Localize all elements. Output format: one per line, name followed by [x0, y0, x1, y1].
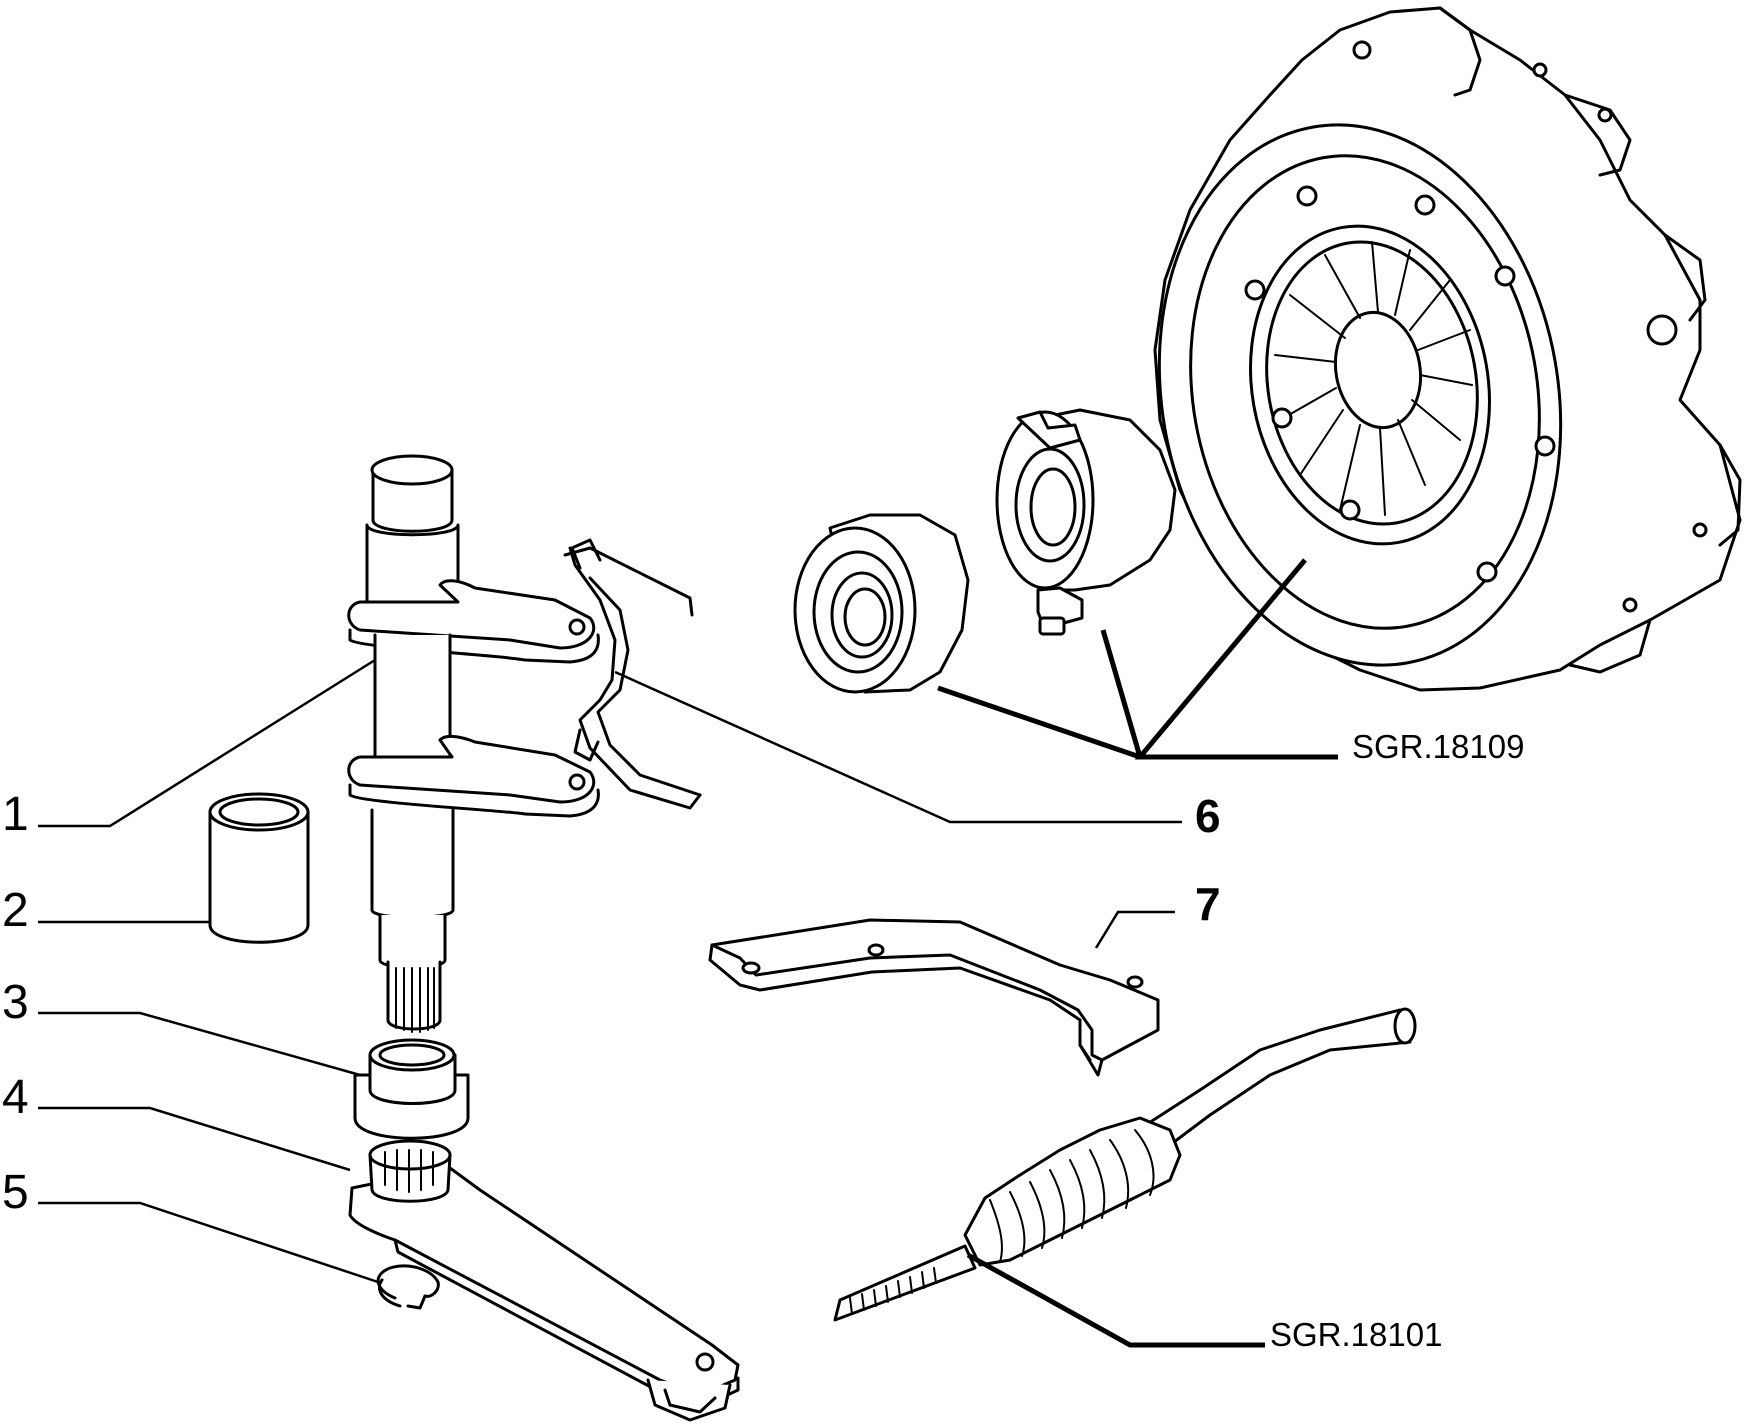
- callout-5: 5: [2, 1166, 29, 1219]
- bearing-sleeve: [793, 513, 970, 694]
- leader-lines: [38, 558, 1338, 1348]
- reference-sgr-18109: SGR.18109: [1352, 728, 1524, 765]
- bushing: [208, 792, 310, 944]
- cable-bracket: [708, 918, 1160, 1077]
- release-fork-shaft: [347, 454, 600, 1033]
- callout-1: 1: [2, 788, 29, 841]
- diaphragm-fingers: [1274, 241, 1473, 516]
- retaining-spring-clip: [563, 538, 702, 810]
- clutch-pressure-plate: [1153, 6, 1742, 692]
- bolt-holes: [1244, 40, 1708, 613]
- circlip: [376, 1264, 440, 1310]
- callout-4: 4: [2, 1071, 29, 1124]
- release-lever-arm: [348, 1139, 740, 1422]
- clutch-cable: [833, 1007, 1417, 1322]
- seal-ring: [353, 1038, 470, 1140]
- callout-6: 6: [1195, 790, 1221, 842]
- reference-sgr-18101: SGR.18101: [1270, 1316, 1442, 1353]
- callout-2: 2: [2, 884, 29, 937]
- callout-3: 3: [2, 976, 29, 1029]
- callout-7: 7: [1195, 878, 1221, 930]
- release-bearing-with-clip: [995, 408, 1177, 636]
